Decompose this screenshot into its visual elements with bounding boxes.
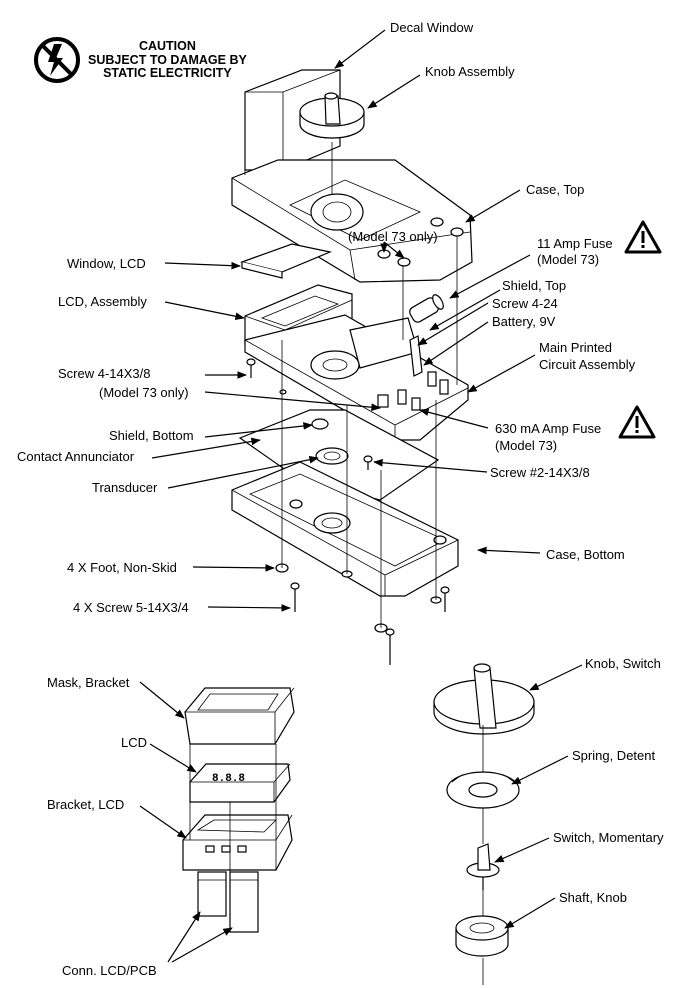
conn-lcd-pcb-part <box>197 871 259 933</box>
caution-heading: CAUTION <box>138 39 196 53</box>
label-lcd-assembly: LCD, Assembly <box>58 294 147 309</box>
label-lcd: LCD <box>121 735 148 750</box>
label-decal-window: Decal Window <box>390 20 474 35</box>
no-static-icon <box>34 37 80 83</box>
label-knob-switch: Knob, Switch <box>585 656 661 671</box>
label-main-pca-2: Circuit Assembly <box>539 357 636 372</box>
label-battery-9v: Battery, 9V <box>492 314 556 329</box>
bracket-lcd-part <box>182 814 293 871</box>
label-conn-lcd-pcb: Conn. LCD/PCB <box>62 963 157 978</box>
mask-bracket-part <box>184 687 295 745</box>
case-top-part <box>231 159 473 283</box>
lcd-guide-lines <box>189 744 277 872</box>
label-shield-bottom: Shield, Bottom <box>109 428 194 443</box>
label-spring-detent: Spring, Detent <box>572 748 656 763</box>
screw-5-14-part <box>290 582 450 665</box>
switch-momentary-part <box>466 843 500 890</box>
warning-triangle-icon <box>624 220 662 254</box>
label-bracket-lcd: Bracket, LCD <box>47 797 125 812</box>
label-shaft-knob: Shaft, Knob <box>559 890 627 905</box>
label-case-bottom: Case, Bottom <box>546 547 625 562</box>
main-pca-part <box>244 314 469 441</box>
label-foot-non-skid: 4 X Foot, Non-Skid <box>67 560 177 575</box>
label-screw-5-14: 4 X Screw 5-14X3/4 <box>73 600 189 615</box>
label-fuse-11a: 11 Amp Fuse <box>537 236 613 251</box>
caution-line-2: SUBJECT TO DAMAGE BY <box>88 52 247 67</box>
knob-switch-part <box>433 663 535 735</box>
shaft-knob-part <box>455 915 509 957</box>
label-window-lcd: Window, LCD <box>67 256 146 271</box>
label-screw-4-24: Screw 4-24 <box>492 296 558 311</box>
label-fuse-630ma-model: (Model 73) <box>495 438 558 453</box>
screw-4-14-part <box>246 358 287 395</box>
transducer-part <box>315 447 349 465</box>
label-screw-2-14: Screw #2-14X3/8 <box>490 465 590 480</box>
label-contact-annunciator: Contact Annunciator <box>17 449 135 464</box>
screw-2-14-part <box>363 455 373 470</box>
leader-arrows <box>139 29 583 963</box>
fuse-11a-part <box>409 294 444 323</box>
label-transducer: Transducer <box>92 480 158 495</box>
window-lcd-part <box>239 243 333 279</box>
spring-detent-part <box>446 771 520 809</box>
case-bottom-part <box>231 461 459 597</box>
warning-triangle-icon <box>618 405 656 439</box>
label-main-pca-1: Main Printed <box>539 340 612 355</box>
caution-notice: CAUTION SUBJECT TO DAMAGE BY STATIC ELEC… <box>88 39 247 81</box>
label-fuse-630ma: 630 mA Amp Fuse <box>495 421 602 436</box>
label-model73-only-top: (Model 73 only) <box>348 229 438 244</box>
label-fuse-11a-model: (Model 73) <box>537 252 600 267</box>
label-screw-4-14: Screw 4-14X3/8 <box>58 366 151 381</box>
label-shield-top: Shield, Top <box>502 278 567 293</box>
label-case-top: Case, Top <box>526 182 585 197</box>
assembly-guide-lines <box>244 92 458 628</box>
knob-assembly-part <box>299 92 365 139</box>
label-switch-momentary: Switch, Momentary <box>553 830 664 845</box>
svg-text:8.8.8: 8.8.8 <box>212 773 245 785</box>
label-model73-only-mid: (Model 73 only) <box>99 385 189 400</box>
label-mask-bracket: Mask, Bracket <box>47 675 130 690</box>
label-knob-assembly: Knob Assembly <box>425 64 515 79</box>
lcd-part: 8.8.8 <box>189 763 291 803</box>
caution-line-3: STATIC ELECTRICITY <box>103 66 232 80</box>
